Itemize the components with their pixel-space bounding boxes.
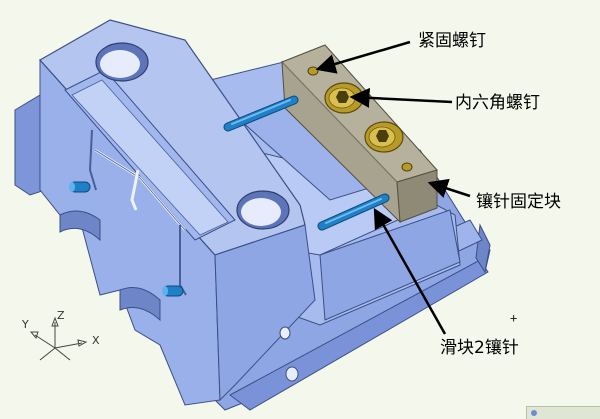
fastening-screw-lower (401, 162, 413, 172)
status-strip (526, 406, 600, 419)
fastening-screw-upper (307, 66, 319, 76)
insert-pin-fixing-block (281, 44, 438, 224)
callout-arrow-fastening-screw (315, 40, 411, 74)
lifter-rod (88, 129, 187, 296)
slider-2-insert-pin-lower (317, 193, 390, 231)
label-hex-socket-screw: 内六角螺钉 (455, 93, 540, 113)
axis-x-label: X (92, 334, 100, 347)
axis-z-label: Z (57, 309, 65, 322)
main-body (14, 19, 316, 406)
label-fastening-screw: 紧固螺钉 (418, 31, 486, 51)
face-holes (279, 326, 299, 382)
axis-y-label: Y (22, 318, 29, 331)
slider-2-insert-pin-upper (223, 95, 299, 132)
callout-arrow-hex-socket-screw (349, 87, 453, 108)
callout-arrow-insert-pin-fixing-block (427, 178, 471, 198)
top-hole-lower (236, 190, 290, 230)
cursor-crosshair-icon: + (510, 311, 518, 325)
side-pin-lower (162, 285, 184, 297)
label-slider-2-insert-pin: 滑块2镶针 (440, 338, 519, 358)
axis-triad (29, 316, 88, 361)
callout-arrow-slider-2-insert-pin (373, 207, 447, 335)
hex-socket-screw-lower (364, 121, 404, 153)
status-indicator-icon (531, 410, 537, 416)
top-hole-upper (95, 42, 149, 82)
label-insert-pin-fixing-block: 镶针固定块 (476, 192, 561, 212)
side-pin-upper (69, 181, 91, 193)
